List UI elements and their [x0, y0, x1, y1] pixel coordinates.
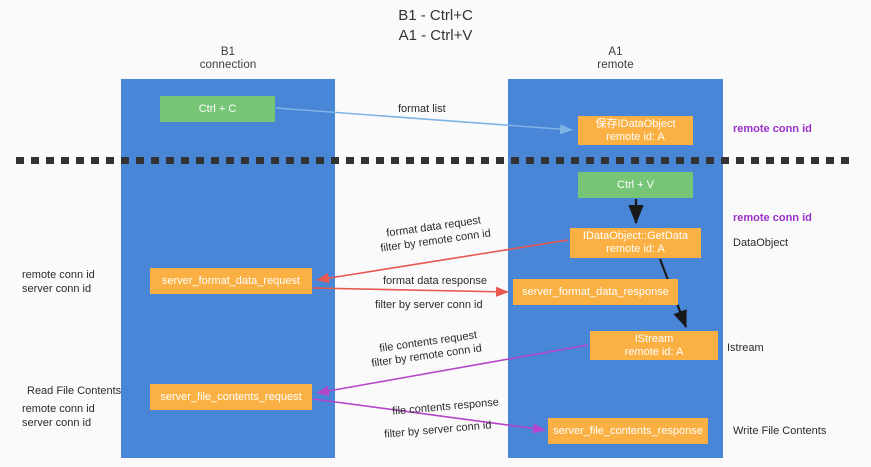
label-right-write-file-contents: Write File Contents — [733, 425, 827, 437]
title-line-2: A1 - Ctrl+V — [398, 27, 473, 44]
filter-prefix: filter by — [375, 299, 414, 311]
node-ctrl-c-label: Ctrl + C — [198, 102, 237, 115]
node-istream-line1: IStream — [634, 332, 674, 345]
node-idataobject-getdata[interactable]: IDataObject::GetData remote id: A — [570, 228, 701, 258]
label-left-remote-conn-id-2: remote conn id — [22, 403, 95, 415]
label-right-dataobject: DataObject — [733, 237, 789, 249]
diagram-title: B1 - Ctrl+C A1 - Ctrl+V — [0, 6, 871, 46]
label-right-remote-conn-id-top: remote conn id — [733, 123, 812, 135]
title-line-1: B1 - Ctrl+C — [398, 7, 473, 24]
node-save-idataobject-line2: remote id: A — [606, 130, 665, 143]
lane-header-a1-name: A1 — [608, 46, 623, 58]
node-ctrl-v-label: Ctrl + V — [617, 178, 654, 191]
label-right-remote-conn-id-mid: remote conn id — [733, 212, 812, 224]
node-server-format-data-request[interactable]: server_format_data_request — [150, 268, 312, 294]
filter-prefix: filter by — [370, 352, 411, 370]
phase-divider — [16, 157, 856, 164]
label-left-remote-conn-id: remote conn id — [22, 269, 95, 281]
lane-header-a1-role: remote — [597, 59, 634, 71]
node-server-file-contents-response[interactable]: server_file_contents_response — [548, 418, 708, 444]
label-format-list: format list — [398, 103, 446, 115]
node-save-idataobject-line1: 保存IDataObject — [595, 117, 676, 130]
label-file-contents-response: file contents response — [391, 396, 500, 418]
server-conn-id-token: server conn id — [422, 419, 492, 438]
node-ctrl-c[interactable]: Ctrl + C — [160, 96, 275, 122]
label-left-conn-ids-top: remote conn id server conn id — [22, 268, 95, 296]
label-left-server-conn-id-2: server conn id — [22, 417, 92, 429]
filter-prefix: filter by — [379, 237, 420, 255]
label-left-read-file-contents: Read File Contents — [27, 385, 122, 397]
node-idataobject-getdata-line1: IDataObject::GetData — [582, 230, 689, 242]
node-server-file-contents-response-label: server_file_contents_response — [553, 424, 703, 437]
node-server-file-contents-request[interactable]: server_file_contents_request — [150, 384, 312, 410]
filter-prefix: filter by — [383, 425, 424, 441]
label-format-data-response: format data response — [383, 275, 487, 287]
arrow-format-data-response — [312, 286, 509, 297]
lane-header-b1-role: connection — [199, 59, 257, 71]
label-left-server-conn-id: server conn id — [22, 283, 92, 295]
node-istream-line2: remote id: A — [624, 345, 684, 358]
lane-header-b1: B1 connection — [121, 46, 335, 72]
node-server-format-data-request-label: server_format_data_request — [161, 274, 301, 287]
label-file-contents-response-filter: filter by server conn id — [384, 418, 492, 441]
label-format-data-response-filter: filter by server conn id — [375, 298, 483, 312]
node-server-format-data-response[interactable]: server_format_data_response — [513, 279, 678, 305]
label-right-istream: Istream — [727, 342, 764, 354]
node-ctrl-v[interactable]: Ctrl + V — [578, 172, 693, 198]
node-istream[interactable]: IStream remote id: A — [590, 331, 718, 360]
node-server-format-data-response-label: server_format_data_response — [522, 285, 669, 298]
lane-header-b1-name: B1 — [220, 46, 236, 58]
label-left-conn-ids-bottom: remote conn id server conn id — [22, 402, 95, 430]
node-save-idataobject[interactable]: 保存IDataObject remote id: A — [578, 116, 693, 145]
lane-header-a1: A1 remote — [508, 46, 723, 72]
node-idataobject-getdata-line2: remote id: A — [606, 243, 665, 255]
server-conn-id-token: server conn id — [413, 299, 483, 311]
node-server-file-contents-request-label: server_file_contents_request — [160, 390, 302, 403]
